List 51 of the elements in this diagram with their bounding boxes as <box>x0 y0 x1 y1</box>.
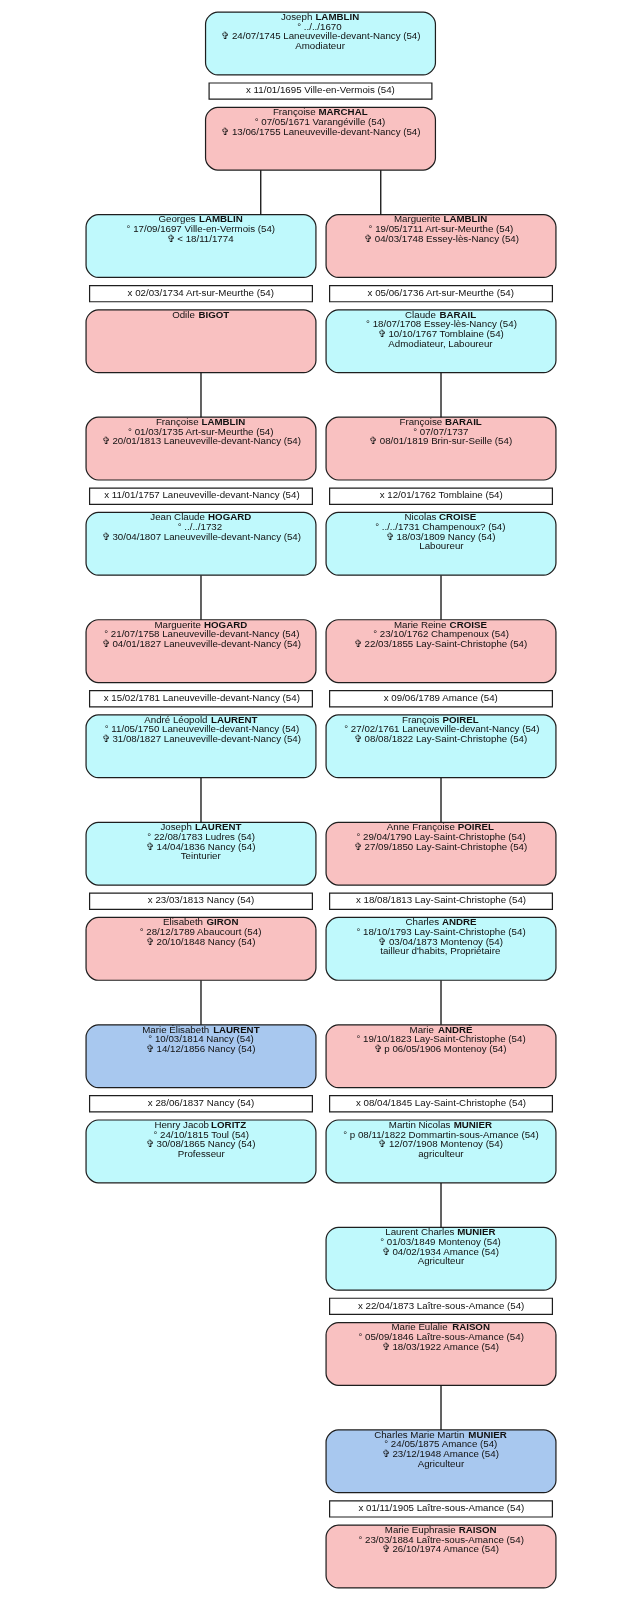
node-box: Odile BIGOT <box>85 309 317 374</box>
node-box: Georges LAMBLIN ° 17/09/1697 Ville-en-Vermois (54) ✞ < 18/11/1774 <box>85 214 317 279</box>
node-box: Françoise BARAIL ° 07/07/1737 ✞ 08/01/1819 Brin-sur-Seille (54) <box>325 416 557 481</box>
connector <box>440 1384 442 1431</box>
node-box: Claude BARAIL ° 18/07/1708 Essey-lès-Nancy (54) ✞ 10/10/1767 Tomblaine (54) Admodiateur, Laboureur <box>325 309 557 374</box>
node-box: Joseph LAMBLIN ° ../../1670 ✞ 24/07/1745 Laneuveville-devant-Nancy (54) Amodiateur <box>204 11 437 76</box>
node-box: x 12/01/1762 Tomblaine (54) <box>329 487 553 505</box>
connector <box>440 1182 442 1228</box>
connector <box>200 979 202 1026</box>
node-box: Marguerite LAMBLIN ° 19/05/1711 Art-sur-Meurthe (54) ✞ 04/03/1748 Essey-lès-Nancy (54) <box>325 214 557 279</box>
connector <box>200 777 202 823</box>
node-box: x 09/06/1789 Amance (54) <box>329 690 553 708</box>
node-box: Marie Eulalie RAISON ° 05/09/1846 Laître-sous-Amance (54) ✞ 18/03/1922 Amance (54) <box>325 1321 557 1386</box>
node-box: Marie Euphrasie RAISON ° 23/03/1884 Laître-sous-Amance (54) ✞ 26/10/1974 Amance (54) <box>325 1524 557 1589</box>
node-box: Marie ANDRÉ ° 19/10/1823 Lay-Saint-Christophe (54) ✞ p 06/05/1906 Montenoy (54) <box>325 1024 557 1089</box>
node-box: x 02/03/1734 Art-sur-Meurthe (54) <box>89 284 313 303</box>
node-box: Nicolas CROISE ° ../../1731 Champenoux? (54) ✞ 18/03/1809 Nancy (54) Laboureur <box>325 511 557 576</box>
node-box: Anne Françoise POIREL ° 29/04/1790 Lay-Saint-Christophe (54) ✞ 27/09/1850 Lay-Saint-Christophe (54) <box>325 821 557 886</box>
node-box: x 11/01/1757 Laneuveville-devant-Nancy (54) <box>89 487 313 505</box>
node-box: x 15/02/1781 Laneuveville-devant-Nancy (54) <box>89 690 313 708</box>
node-box: Marie Élisabeth LAURENT ° 10/03/1814 Nancy (54) ✞ 14/12/1856 Nancy (54) <box>85 1024 317 1089</box>
connector <box>380 169 382 216</box>
node-box: x 01/11/1905 Laître-sous-Amance (54) <box>329 1500 553 1518</box>
connector <box>440 979 442 1026</box>
node-box: François POIREL ° 27/02/1761 Laneuveville-devant-Nancy (54) ✞ 08/08/1822 Lay-Saint-Christophe (54) <box>325 714 557 779</box>
connector <box>200 372 202 418</box>
node-box: Élisabeth GIRON ° 28/12/1789 Abaucourt (54) ✞ 20/10/1848 Nancy (54) <box>85 916 317 981</box>
node-box: Jean Claude HOGARD ° ../../1732 ✞ 30/04/1807 Laneuveville-devant-Nancy (54) <box>85 511 317 576</box>
node-box: x 22/04/1873 Laître-sous-Amance (54) <box>329 1297 553 1316</box>
node-box: x 05/06/1736 Art-sur-Meurthe (54) <box>329 284 553 303</box>
node-box: x 08/04/1845 Lay-Saint-Christophe (54) <box>329 1095 553 1113</box>
node-box: Marie Reine CROISE ° 23/10/1762 Champenoux (54) ✞ 22/03/1855 Lay-Saint-Christophe (54) <box>325 619 557 684</box>
node-box: Laurent Charles MUNIER ° 01/03/1849 Montenoy (54) ✞ 04/02/1934 Amance (54) Agriculteur <box>325 1226 557 1291</box>
node-box: Françoise LAMBLIN ° 01/03/1735 Art-sur-Meurthe (54) ✞ 20/01/1813 Laneuveville-devant-Nancy (54) <box>85 416 317 481</box>
node-box: Joseph LAURENT ° 22/08/1783 Ludres (54) ✞ 14/04/1836 Nancy (54) Teinturier <box>85 821 317 886</box>
node-box: Charles Marie Martin MUNIER ° 24/05/1875 Amance (54) ✞ 23/12/1948 Amance (54) Agriculteur <box>325 1429 557 1494</box>
node-box: Henry Jacob LORITZ ° 24/10/1815 Toul (54) ✞ 30/08/1865 Nancy (54) Professeur <box>85 1119 317 1184</box>
node-box: Martin Nicolas MUNIER ° p 08/11/1822 Dommartin-sous-Amance (54) ✞ 12/07/1908 Montenoy (54) agriculteur <box>325 1119 557 1184</box>
node-box: x 11/01/1695 Ville-en-Vermois (54) <box>208 82 433 100</box>
node-box: Marguerite HOGARD ° 21/07/1758 Laneuveville-devant-Nancy (54) ✞ 04/01/1827 Laneuveville-devant-Nancy (54) <box>85 619 317 684</box>
node-box: Françoise MARCHAL ° 07/05/1671 Varangéville (54) ✞ 13/06/1755 Laneuveville-devant-Nancy (54) <box>204 106 437 171</box>
node-box: André Léopold LAURENT ° 11/05/1750 Laneuveville-devant-Nancy (54) ✞ 31/08/1827 Laneuveville-devant-Nancy (54) <box>85 714 317 779</box>
connector <box>440 574 442 621</box>
connector <box>200 574 202 621</box>
node-box: Charles ANDRÉ ° 18/10/1793 Lay-Saint-Christophe (54) ✞ 03/04/1873 Montenoy (54) tailleur d'habits, Propriétaire <box>325 916 557 981</box>
node-box: x 28/06/1837 Nancy (54) <box>89 1095 313 1113</box>
connector <box>440 372 442 418</box>
connector <box>260 169 262 216</box>
connector <box>440 777 442 823</box>
node-box: x 18/08/1813 Lay-Saint-Christophe (54) <box>329 892 553 910</box>
node-box: x 23/03/1813 Nancy (54) <box>89 892 313 910</box>
